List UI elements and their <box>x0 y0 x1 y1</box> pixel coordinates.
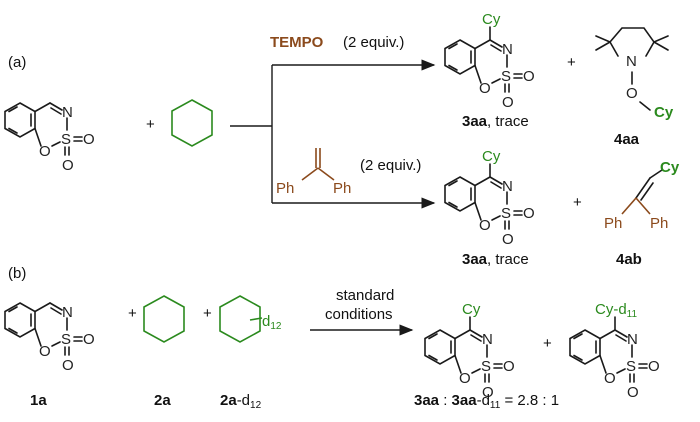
atom-o: O <box>648 358 660 375</box>
atom-n: N <box>626 53 637 70</box>
kie-ratio: 3aa : 3aa-d11 = 2.8 : 1 <box>414 392 559 411</box>
atom-s: S <box>61 331 71 348</box>
atom-o: O <box>523 205 535 222</box>
phenyl-label: Ph <box>650 215 668 232</box>
product-3aa-bottom: Cy N S O O O <box>444 148 535 248</box>
atom-o: O <box>459 370 471 387</box>
atom-s: S <box>626 358 636 375</box>
atom-o: O <box>503 358 515 375</box>
phenyl-label: Ph <box>333 180 351 197</box>
atom-o: O <box>39 343 51 360</box>
plus-sign: + <box>128 305 137 322</box>
atom-n: N <box>62 304 73 321</box>
atom-o: O <box>479 80 491 97</box>
atom-n: N <box>627 331 638 348</box>
atom-s: S <box>481 358 491 375</box>
substrate-imine-a: N S O O O <box>4 102 95 174</box>
cyclohexyl-label: Cy <box>462 301 481 318</box>
part-b-label: (b) <box>8 265 26 282</box>
atom-o: O <box>523 68 535 85</box>
cyclohexyl-label: Cy <box>660 159 680 176</box>
plus-sign: + <box>146 116 155 133</box>
tempo-reagent: TEMPO <box>270 34 324 51</box>
plus-sign: + <box>567 54 576 71</box>
atom-s: S <box>501 68 511 85</box>
label-1a: 1a <box>30 392 47 409</box>
cyclohexyl-d11-label: Cy-d11 <box>595 301 637 320</box>
cyclohexyl-label: Cy <box>654 104 674 121</box>
substrate-1a: N S O O O <box>4 302 95 374</box>
adduct-label-4aa: 4aa <box>614 131 640 148</box>
atom-o: O <box>83 131 95 148</box>
conditions-line2: conditions <box>325 306 393 323</box>
atom-n: N <box>482 331 493 348</box>
atom-s: S <box>501 205 511 222</box>
cyclohexane-2a <box>143 295 185 343</box>
atom-o: O <box>502 94 514 111</box>
tempo-cy-adduct: N O Cy <box>595 27 674 121</box>
atom-o: O <box>502 231 514 248</box>
atom-n: N <box>502 41 513 58</box>
atom-o: O <box>604 370 616 387</box>
arrow-branch-stem <box>230 65 273 203</box>
product-3aa-d11: Cy-d11 N S O O O <box>569 301 660 401</box>
cyclohexyl-label: Cy <box>482 148 501 165</box>
label-2a: 2a <box>154 392 171 409</box>
tempo-amount: (2 equiv.) <box>343 34 404 51</box>
part-a-label: (a) <box>8 54 26 71</box>
d12-label: d12 <box>262 313 282 332</box>
cyclohexyl-label: Cy <box>482 11 501 28</box>
plus-sign: + <box>543 335 552 352</box>
atom-o: O <box>627 384 639 401</box>
conditions-line1: standard <box>336 287 394 304</box>
atom-o: O <box>482 384 494 401</box>
adduct-label-4ab: 4ab <box>616 251 642 268</box>
product-label-bottom: 3aa, trace <box>462 251 529 268</box>
cyclohexane <box>171 99 213 147</box>
plus-sign: + <box>573 194 582 211</box>
product-3aa: Cy N S O O O <box>424 301 515 401</box>
plus-sign: + <box>203 305 212 322</box>
atom-o: O <box>479 217 491 234</box>
alkene-amount: (2 equiv.) <box>360 157 421 174</box>
atom-o: O <box>83 331 95 348</box>
label-2a-d12: 2a-d12 <box>220 392 262 411</box>
atom-o: O <box>626 85 638 102</box>
atom-o: O <box>39 143 51 160</box>
atom-n: N <box>62 104 73 121</box>
phenyl-label: Ph <box>276 180 294 197</box>
product-3aa-top: Cy N S O O O <box>444 11 535 111</box>
phenyl-label: Ph <box>604 215 622 232</box>
atom-o: O <box>62 157 74 174</box>
alkene-cy-adduct: Cy Ph Ph <box>604 159 680 232</box>
atom-s: S <box>61 131 71 148</box>
product-label-top: 3aa, trace <box>462 113 529 130</box>
atom-n: N <box>502 178 513 195</box>
atom-o: O <box>62 357 74 374</box>
diphenylethylene: Ph Ph <box>276 148 351 197</box>
cyclohexane-d12 <box>219 295 261 343</box>
